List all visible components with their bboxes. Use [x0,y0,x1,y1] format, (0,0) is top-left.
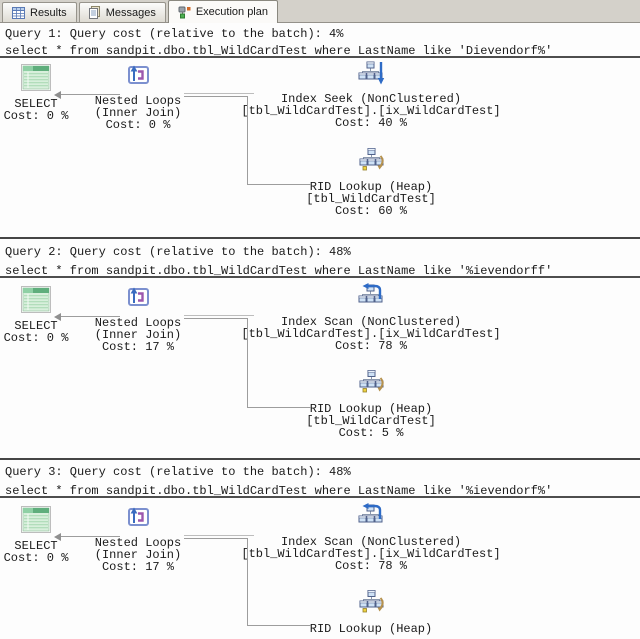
node-label: SELECT [14,539,58,553]
node-label: Nested Loops [94,316,182,330]
node-object: [tbl_WildCardTest].[ix_WildCardTest] [241,104,501,118]
messages-icon [88,6,101,19]
plan-edge-arrowhead [54,313,61,321]
plan-edge [184,535,254,536]
nested-loops-icon [128,507,149,526]
query-statement: select * from sandpit.dbo.tbl_WildCardTe… [5,44,553,58]
node-cost: Cost: 5 % [338,426,404,440]
node-object: [tbl_WildCardTest].[ix_WildCardTest] [241,327,501,341]
query-plan-section-1: Query 1: Query cost (relative to the bat… [0,24,640,237]
plan-node-index-scan[interactable]: Index Scan (NonClustered) [tbl_WildCardT… [238,283,504,352]
node-sub: (Inner Join) [94,328,182,342]
node-cost: Cost: 0 % [105,118,171,132]
query-plan-section-2: Query 2: Query cost (relative to the bat… [0,241,640,458]
node-label: SELECT [14,319,58,333]
plan-node-nested-loops[interactable]: Nested Loops (Inner Join) Cost: 17 % [94,284,182,353]
index-seek-icon [358,61,384,85]
node-label: Nested Loops [94,536,182,550]
node-cost: Cost: 17 % [101,560,174,574]
query-separator [0,458,640,460]
select-result-icon [21,64,51,91]
plan-node-rid-lookup[interactable]: RID Lookup (Heap) [tbl_WildCardTest] Cos… [238,148,504,217]
nested-loops-icon [128,65,149,84]
tab-label: Results [30,6,67,19]
plan-node-rid-lookup[interactable]: RID Lookup (Heap) [tbl_WildCardTest] Cos… [238,370,504,439]
index-scan-icon [358,503,382,523]
rid-lookup-icon [359,148,384,171]
tab-messages[interactable]: Messages [78,2,166,22]
plan-edge [184,538,248,539]
plan-node-rid-lookup[interactable]: RID Lookup (Heap) [238,590,504,635]
plan-edge [247,625,311,626]
plan-node-select[interactable]: SELECT Cost: 0 % [0,64,72,122]
plan-edge [247,407,311,408]
rid-lookup-icon [359,370,384,393]
plan-node-nested-loops[interactable]: Nested Loops (Inner Join) Cost: 0 % [94,62,182,131]
plan-edge-arrowhead [54,91,61,99]
node-label: SELECT [14,97,58,111]
node-cost: Cost: 78 % [334,339,407,353]
plan-edge [247,318,248,408]
node-cost: Cost: 60 % [334,204,407,218]
results-grid-icon [12,6,25,19]
plan-node-index-seek[interactable]: Index Seek (NonClustered) [tbl_WildCardT… [238,60,504,129]
node-sub: (Inner Join) [94,106,182,120]
select-result-icon [21,286,51,313]
execution-plan-icon [178,6,191,19]
node-label: Index Seek (NonClustered) [280,92,462,106]
node-object: [tbl_WildCardTest] [306,192,436,206]
index-scan-icon [358,283,382,303]
node-label: Nested Loops [94,94,182,108]
plan-edge-arrowhead [54,533,61,541]
plan-edge [184,96,248,97]
node-object: [tbl_WildCardTest].[ix_WildCardTest] [241,547,501,561]
query-statement: select * from sandpit.dbo.tbl_WildCardTe… [5,264,553,278]
tab-label: Execution plan [195,6,268,18]
node-cost: Cost: 0 % [3,331,69,345]
plan-edge [61,536,120,537]
plan-node-select[interactable]: SELECT Cost: 0 % [0,506,72,564]
node-object: [tbl_WildCardTest] [306,414,436,428]
query-cost-header: Query 2: Query cost (relative to the bat… [5,245,351,259]
node-cost: Cost: 40 % [334,116,407,130]
node-label: RID Lookup (Heap) [309,622,433,636]
node-label: RID Lookup (Heap) [309,180,433,194]
plan-edge [247,96,248,185]
node-cost: Cost: 17 % [101,340,174,354]
plan-edge [184,318,248,319]
statement-separator [0,276,640,278]
query-cost-header: Query 1: Query cost (relative to the bat… [5,27,344,41]
tab-label: Messages [105,6,156,19]
rid-lookup-icon [359,590,384,613]
plan-edge [61,316,120,317]
statement-separator [0,496,640,498]
plan-edge [184,315,254,316]
node-cost: Cost: 0 % [3,109,69,123]
plan-edge [61,94,120,95]
plan-edge [184,93,254,94]
statement-separator [0,56,640,58]
plan-edge [247,184,311,185]
select-result-icon [21,506,51,533]
tab-results[interactable]: Results [2,2,77,22]
query-separator [0,237,640,239]
nested-loops-icon [128,287,149,306]
plan-node-index-scan[interactable]: Index Scan (NonClustered) [tbl_WildCardT… [238,503,504,572]
results-tab-bar: Results Messages [0,0,640,23]
node-cost: Cost: 0 % [3,551,69,565]
node-label: Index Scan (NonClustered) [280,535,462,549]
node-label: RID Lookup (Heap) [309,402,433,416]
query-statement: select * from sandpit.dbo.tbl_WildCardTe… [5,484,553,498]
node-cost: Cost: 78 % [334,559,407,573]
tab-execution-plan[interactable]: Execution plan [167,0,278,23]
query-plan-section-3: Query 3: Query cost (relative to the bat… [0,462,640,639]
plan-node-select[interactable]: SELECT Cost: 0 % [0,286,72,344]
query-cost-header: Query 3: Query cost (relative to the bat… [5,465,351,479]
plan-edge [247,538,248,625]
plan-node-nested-loops[interactable]: Nested Loops (Inner Join) Cost: 17 % [94,504,182,573]
node-label: Index Scan (NonClustered) [280,315,462,329]
node-sub: (Inner Join) [94,548,182,562]
